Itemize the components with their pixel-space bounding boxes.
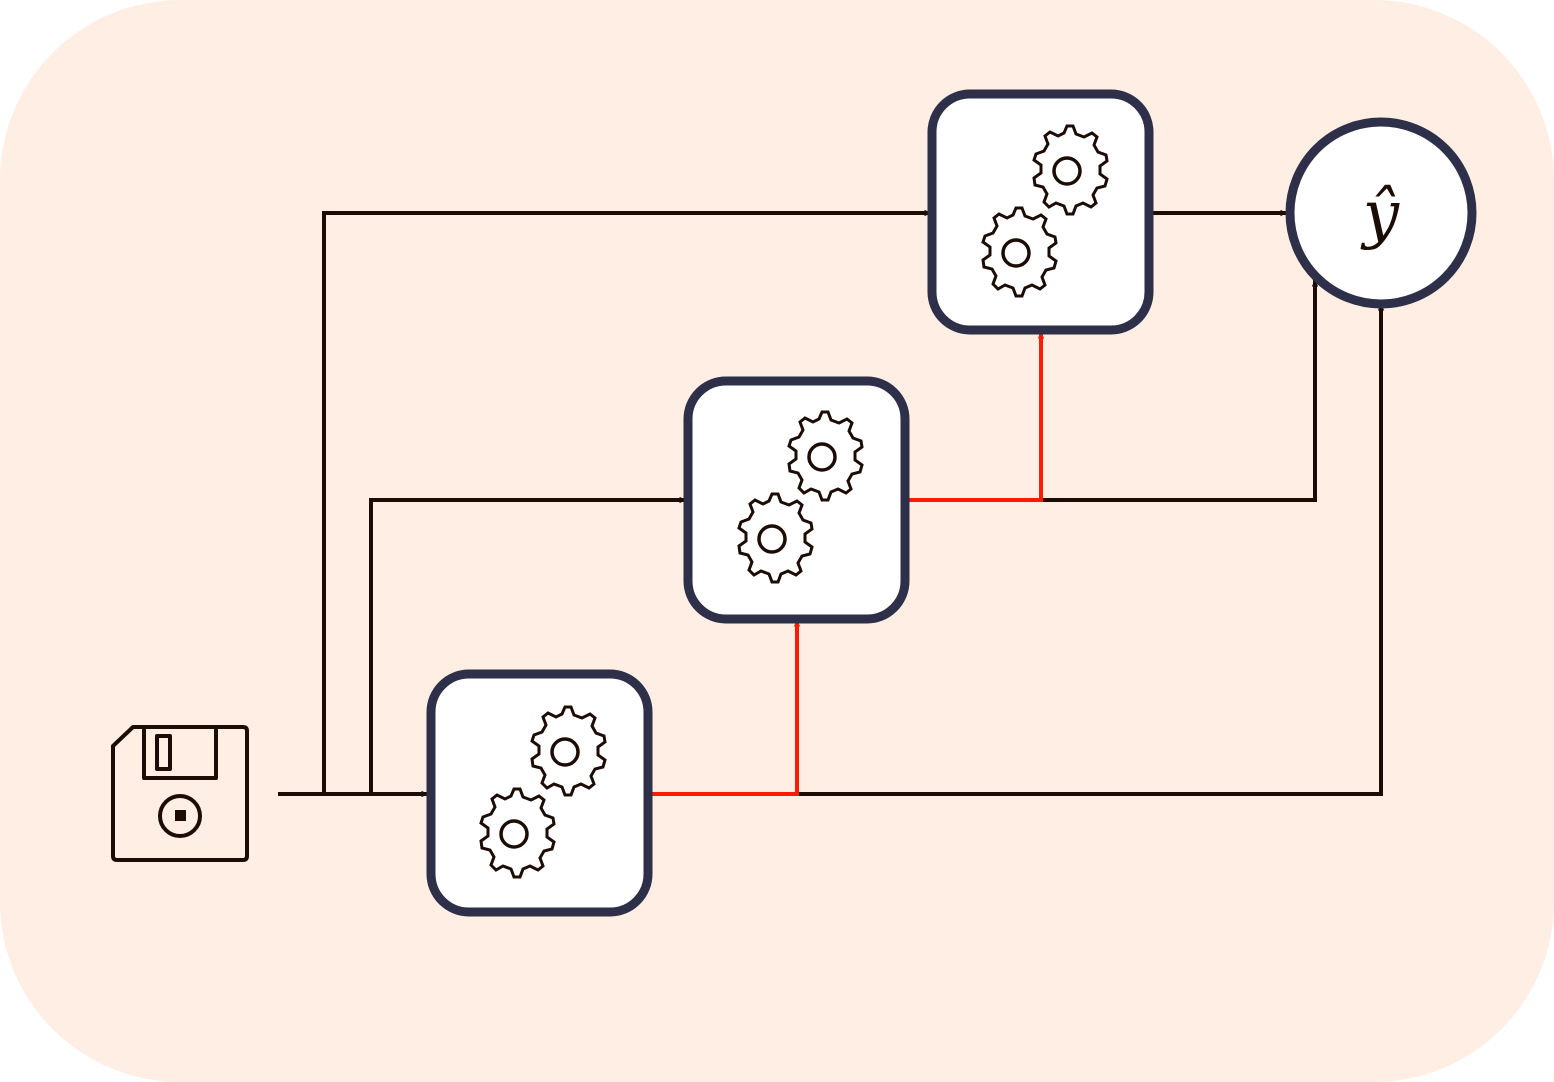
- connections: [278, 209, 1385, 798]
- output-label: ŷ: [1360, 178, 1400, 252]
- input-to-model-2-edge: [369, 496, 686, 794]
- model-1-to-output-edge: [797, 304, 1385, 796]
- input-to-model-3-edge: [322, 209, 931, 794]
- model-2-to-model-3-residual-edge: [906, 332, 1045, 502]
- model-1-to-model-2-residual-edge: [648, 620, 801, 796]
- floppy-disk-icon: [111, 725, 249, 862]
- model-box-2: [683, 376, 910, 624]
- residual-connections: [648, 332, 1045, 796]
- model-box-3: [927, 89, 1154, 335]
- model-box-1: [426, 669, 653, 917]
- output-node: ŷ: [1285, 117, 1477, 309]
- model-2-to-output-edge: [1041, 280, 1319, 502]
